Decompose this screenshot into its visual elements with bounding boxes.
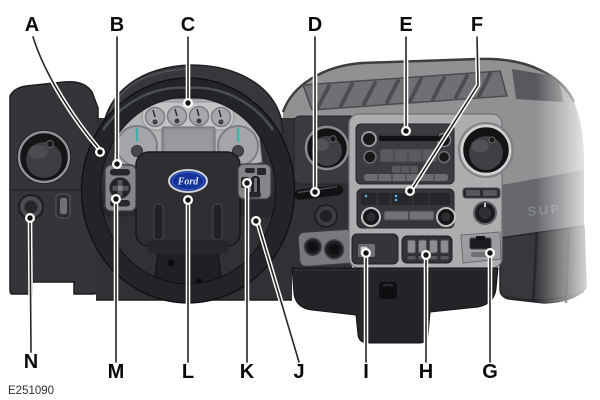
callout-j-label: J xyxy=(293,361,304,383)
hub-groove-left xyxy=(153,203,164,241)
callout-c-label: C xyxy=(181,14,195,36)
ford-emblem: Ford xyxy=(168,169,208,193)
info-display-button xyxy=(110,169,130,176)
callouts: A B C D E F G xyxy=(24,14,498,383)
callout-e: E xyxy=(399,14,413,136)
figure-code: E251090 xyxy=(8,385,54,397)
headlamp-control-knob xyxy=(18,194,44,220)
climate-control-panel xyxy=(356,188,456,229)
callout-f-label: F xyxy=(471,14,483,36)
cluster-display-screen xyxy=(165,130,212,155)
center-stack xyxy=(348,113,514,269)
callout-d-label: D xyxy=(308,14,322,36)
tune-knob-icon xyxy=(363,150,377,164)
radio-knob2-icon xyxy=(437,150,451,164)
callout-h: H xyxy=(419,250,433,383)
callout-a: A xyxy=(25,14,105,157)
left-panel-slot-inner xyxy=(60,198,67,214)
callout-c: C xyxy=(181,14,195,108)
callout-i: I xyxy=(361,248,371,383)
center-left-air-vent-icon xyxy=(304,125,350,171)
callout-d: D xyxy=(308,14,322,197)
dashboard-illustration: SUP xyxy=(9,50,600,360)
media-port-panel xyxy=(460,231,502,264)
small-gauges xyxy=(144,105,232,128)
callout-j: J xyxy=(251,216,305,383)
callout-k-label: K xyxy=(240,361,255,383)
left-air-vent-icon xyxy=(17,130,71,184)
drive-mode-knob-icon xyxy=(473,201,497,225)
climate-buttons xyxy=(361,193,450,205)
trailer-brake-panel xyxy=(351,233,399,265)
radio-button-cluster xyxy=(392,166,418,173)
callout-h-label: H xyxy=(419,361,433,383)
callout-m-label: M xyxy=(108,361,125,383)
gauge-needle xyxy=(135,127,139,142)
left-spoke-controls xyxy=(104,164,137,212)
callout-g: G xyxy=(482,248,498,383)
callout-n: N xyxy=(24,213,38,373)
strip-button-right xyxy=(483,190,497,196)
cd-slot-icon xyxy=(379,134,439,141)
knee-bolster-panel xyxy=(291,267,499,344)
power-outlet-panel xyxy=(297,228,355,267)
ford-logo-text: Ford xyxy=(177,177,200,188)
volume-knob-icon xyxy=(361,131,377,147)
callout-b: B xyxy=(110,14,124,169)
rotary-switch-icon xyxy=(314,204,338,228)
gauge-needle xyxy=(236,127,240,142)
edge-fade xyxy=(536,50,600,360)
callout-l-label: L xyxy=(182,361,194,383)
callout-e-label: E xyxy=(399,14,412,36)
callout-b-label: B xyxy=(110,14,124,36)
callout-a-label: A xyxy=(25,14,39,36)
callout-m: M xyxy=(108,194,125,383)
strip-button-left xyxy=(466,190,480,196)
hub-groove-right xyxy=(212,203,223,241)
callout-i-label: I xyxy=(363,361,369,383)
callout-l: L xyxy=(182,195,194,383)
callout-n-label: N xyxy=(24,351,38,373)
callout-k: K xyxy=(240,178,255,383)
callout-g-label: G xyxy=(482,361,498,383)
right-air-vent-icon xyxy=(458,122,514,178)
callout-f: F xyxy=(405,14,483,196)
